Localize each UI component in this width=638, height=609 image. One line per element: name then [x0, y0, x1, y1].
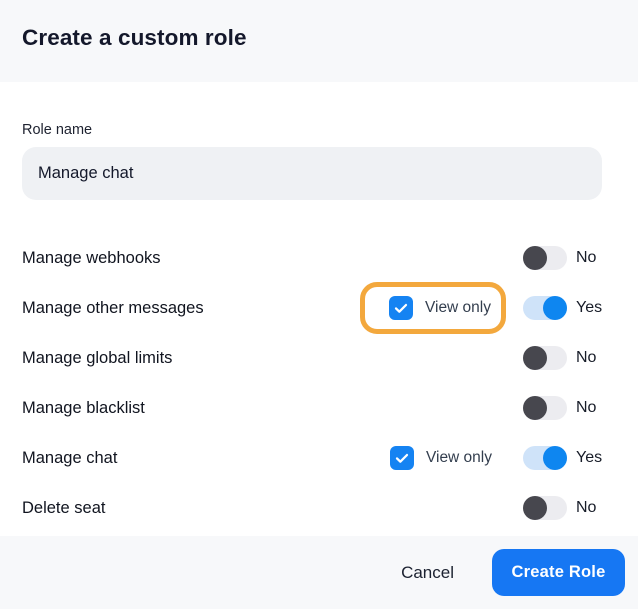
dialog-header: Create a custom role: [0, 0, 638, 82]
role-name-label: Role name: [22, 122, 93, 138]
toggle-state-label: No: [576, 249, 597, 266]
toggle-group: Yes: [523, 296, 616, 320]
toggle-group: No: [523, 346, 616, 370]
role-name-input[interactable]: [22, 147, 602, 200]
dialog-footer: Cancel Create Role: [0, 536, 638, 609]
toggle-group: No: [523, 496, 616, 520]
toggle-state-label: Yes: [576, 449, 603, 466]
permission-row: Manage webhooks No: [22, 233, 616, 283]
toggle-knob: [543, 296, 567, 320]
permission-toggle[interactable]: [523, 396, 567, 420]
permission-row: Manage global limits No: [22, 333, 616, 383]
toggle-knob: [543, 446, 567, 470]
permission-label: Manage chat: [22, 448, 118, 467]
permission-label: Delete seat: [22, 498, 106, 517]
permission-toggle[interactable]: [523, 246, 567, 270]
view-only-label: View only: [425, 449, 492, 466]
toggle-knob: [523, 496, 547, 520]
permissions-list: Manage webhooks No Manage other messages…: [22, 233, 616, 533]
toggle-state-label: Yes: [576, 299, 603, 316]
toggle-group: Yes: [523, 446, 616, 470]
permission-label: Manage other messages: [22, 298, 204, 317]
view-only-checkbox[interactable]: [388, 296, 413, 320]
permission-row: Delete seat No: [22, 483, 616, 533]
permission-row: Manage blacklist No: [22, 383, 616, 433]
dialog-content: Role name Manage webhooks No Manage othe…: [0, 122, 638, 533]
permission-row: Manage chat View only Yes: [22, 433, 616, 483]
create-role-button[interactable]: Create Role: [492, 549, 625, 596]
toggle-state-label: No: [576, 399, 597, 416]
permission-toggle[interactable]: [523, 446, 567, 470]
toggle-knob: [523, 396, 547, 420]
cancel-button[interactable]: Cancel: [391, 557, 464, 589]
permission-label: Manage blacklist: [22, 398, 145, 417]
checkmark-icon: [394, 303, 408, 313]
permission-label: Manage webhooks: [22, 248, 161, 267]
permission-row: Manage other messages View only Yes: [22, 282, 616, 334]
toggle-state-label: No: [576, 499, 597, 516]
toggle-group: No: [523, 396, 616, 420]
toggle-knob: [523, 346, 547, 370]
dialog-title: Create a custom role: [22, 25, 247, 50]
checkmark-icon: [395, 453, 409, 463]
view-only-checkbox[interactable]: [389, 446, 414, 470]
permission-toggle[interactable]: [523, 346, 567, 370]
view-only-group-highlighted: View only: [359, 282, 506, 334]
view-only-label: View only: [424, 299, 491, 316]
toggle-knob: [523, 246, 547, 270]
toggle-group: No: [523, 246, 616, 270]
permission-toggle[interactable]: [523, 496, 567, 520]
view-only-group: View only: [389, 446, 492, 470]
toggle-state-label: No: [576, 349, 597, 366]
permission-label: Manage global limits: [22, 348, 173, 367]
permission-toggle[interactable]: [523, 296, 567, 320]
